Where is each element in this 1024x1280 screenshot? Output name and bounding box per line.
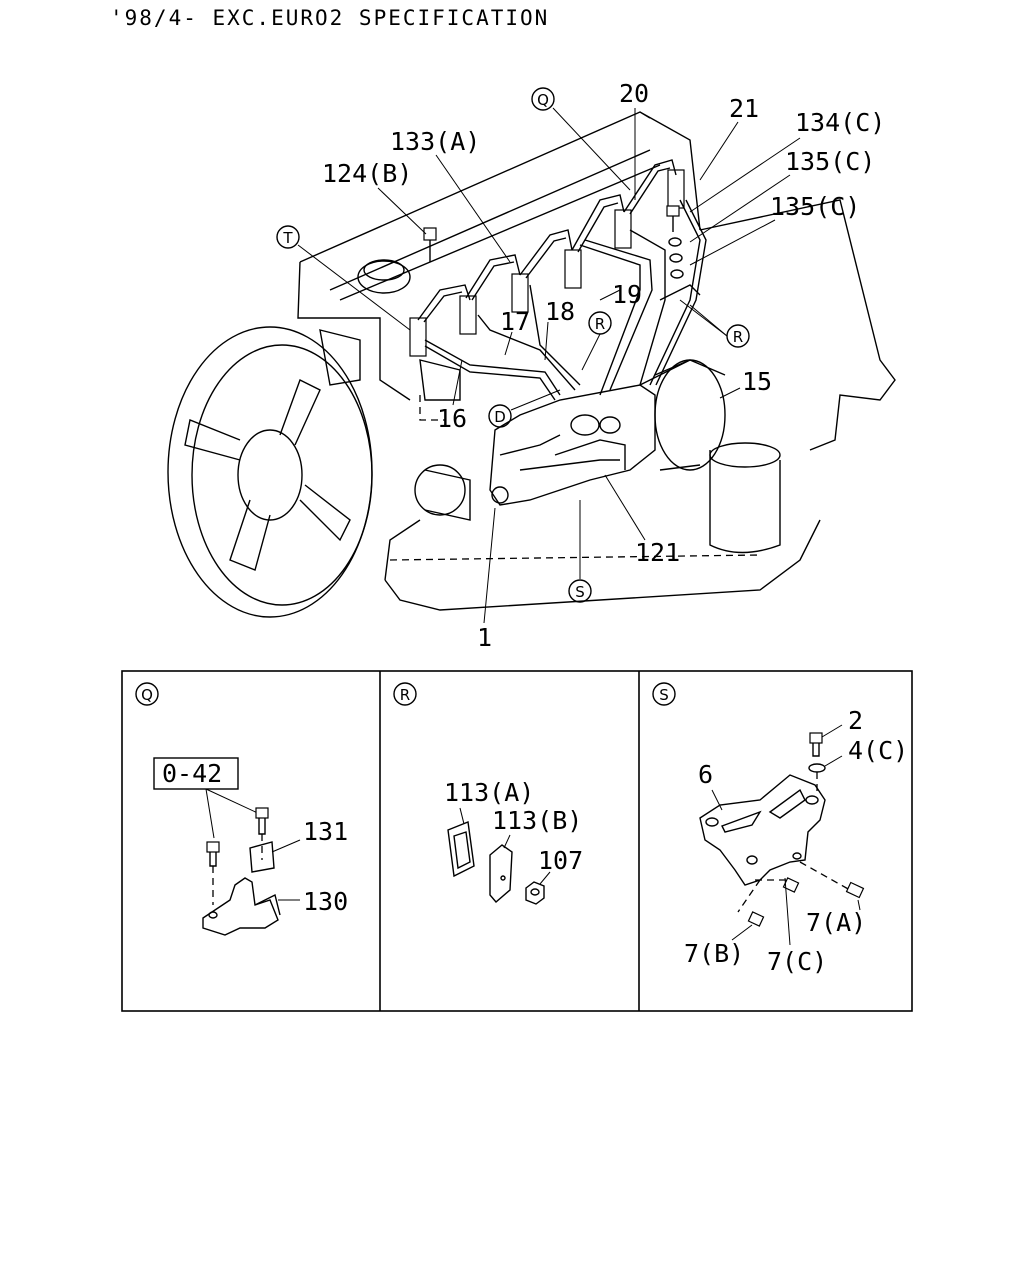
detail-panel-q: Q 0-42 131 130 bbox=[135, 682, 348, 936]
callout-r-2: R bbox=[726, 324, 750, 348]
bolt-7a-icon bbox=[845, 881, 865, 899]
label-7a: 7(A) bbox=[806, 908, 866, 937]
label-107: 107 bbox=[538, 846, 583, 875]
label-1: 1 bbox=[477, 623, 492, 652]
label-113a: 113(A) bbox=[444, 778, 534, 807]
svg-text:R: R bbox=[595, 315, 605, 333]
bracket-130-icon bbox=[202, 877, 279, 936]
label-6: 6 bbox=[698, 760, 713, 789]
callout-d: D bbox=[488, 404, 512, 428]
bolt-2-icon bbox=[809, 732, 823, 744]
bolt-icon bbox=[255, 807, 269, 819]
grommet-113a-icon bbox=[447, 821, 475, 878]
label-18: 18 bbox=[545, 297, 575, 326]
label-134c: 134(C) bbox=[795, 108, 885, 137]
label-4c: 4(C) bbox=[848, 736, 908, 765]
panel-r-callout: R bbox=[393, 682, 417, 706]
bolt-7b-icon bbox=[747, 911, 765, 927]
callout-r-1: R bbox=[588, 311, 612, 335]
leader-lines bbox=[297, 107, 801, 624]
label-113b: 113(B) bbox=[492, 806, 582, 835]
label-121: 121 bbox=[635, 538, 680, 567]
ref-box-label: 0-42 bbox=[162, 759, 222, 788]
label-2: 2 bbox=[848, 706, 863, 735]
callout-s: S bbox=[568, 579, 592, 603]
clamp-131-icon bbox=[249, 841, 275, 873]
panel-s-callout: S bbox=[652, 682, 676, 706]
washer-4c-icon bbox=[808, 763, 826, 773]
detail-panel-r: R 113(A) 113(B) 107 bbox=[393, 682, 583, 905]
washer-135c-icon bbox=[668, 237, 682, 247]
detail-panel-s: S 2 4(C) 6 7(A) 7(B) 7(C) bbox=[652, 682, 908, 976]
page-title: '98/4- EXC.EURO2 SPECIFICATION bbox=[110, 6, 549, 30]
label-130: 130 bbox=[303, 887, 348, 916]
bracket-6-icon bbox=[699, 774, 826, 886]
svg-text:R: R bbox=[733, 328, 743, 346]
engine-illustration bbox=[167, 111, 896, 618]
label-16: 16 bbox=[437, 404, 467, 433]
svg-text:D: D bbox=[494, 408, 506, 426]
svg-text:Q: Q bbox=[141, 686, 153, 704]
svg-text:T: T bbox=[282, 229, 293, 247]
panel-q-callout: Q bbox=[135, 682, 159, 706]
detail-panels bbox=[121, 670, 913, 1012]
label-135c-1: 135(C) bbox=[785, 147, 875, 176]
label-135c-2: 135(C) bbox=[770, 192, 860, 221]
svg-text:R: R bbox=[400, 686, 410, 704]
label-17: 17 bbox=[500, 307, 530, 336]
label-20: 20 bbox=[619, 79, 649, 108]
label-21: 21 bbox=[729, 94, 759, 123]
fuel-pipes bbox=[417, 159, 707, 401]
svg-text:Q: Q bbox=[537, 91, 549, 109]
label-133a: 133(A) bbox=[390, 127, 480, 156]
bolt-icon bbox=[206, 841, 220, 853]
svg-text:S: S bbox=[575, 583, 585, 601]
bolt-134c-icon bbox=[666, 205, 680, 217]
nut-107-icon bbox=[525, 881, 545, 905]
label-7b: 7(B) bbox=[684, 939, 744, 968]
callout-q: Q bbox=[531, 87, 555, 111]
label-124b: 124(B) bbox=[322, 159, 412, 188]
callout-t: T bbox=[276, 225, 300, 249]
label-131: 131 bbox=[303, 817, 348, 846]
svg-text:S: S bbox=[659, 686, 669, 704]
label-7c: 7(C) bbox=[767, 947, 827, 976]
ref-box bbox=[153, 757, 239, 790]
grommet-113b-icon bbox=[489, 844, 513, 903]
injector-row bbox=[409, 169, 685, 357]
label-15: 15 bbox=[742, 367, 772, 396]
label-19: 19 bbox=[612, 280, 642, 309]
